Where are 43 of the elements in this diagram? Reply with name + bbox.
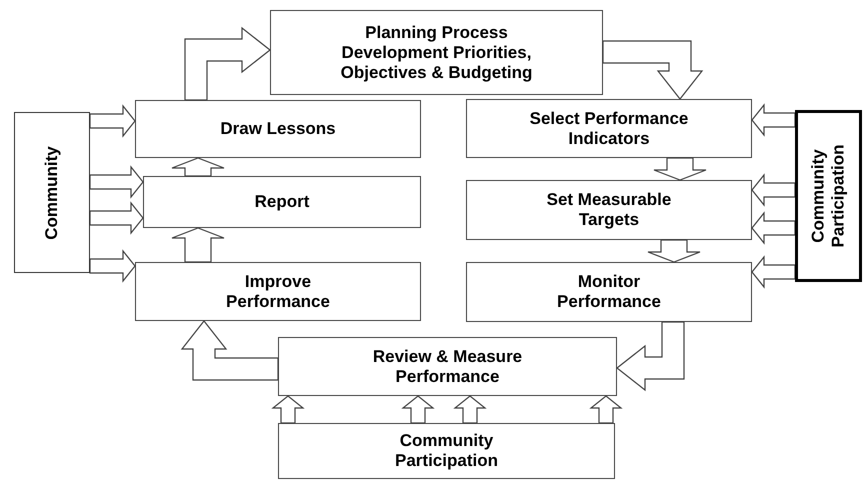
block-arrow (171, 157, 225, 177)
block-arrow (653, 157, 707, 181)
block-arrow (184, 26, 271, 101)
block-arrow (171, 227, 225, 263)
box-label: Community Participation (394, 431, 499, 471)
block-arrow (89, 249, 136, 283)
box-label: Monitor Performance (556, 272, 662, 312)
process-box (466, 180, 752, 240)
box-label: Report (254, 192, 310, 212)
block-arrow (751, 211, 796, 245)
block-arrow (589, 395, 623, 424)
box-label: Improve Performance (225, 272, 331, 312)
process-box (278, 337, 617, 396)
process-box (143, 176, 421, 228)
box-label: Development Priorities, Objectives & Budgeting (340, 42, 534, 82)
process-box (466, 262, 752, 322)
stakeholder-box (795, 110, 862, 282)
block-arrow (751, 255, 796, 289)
box-label: Community (42, 146, 62, 240)
block-arrow (647, 239, 701, 263)
block-arrow (271, 395, 305, 424)
process-box (466, 99, 752, 158)
block-arrow (401, 395, 435, 424)
box-label: Set Measurable Targets (546, 190, 672, 230)
block-arrow (751, 173, 796, 207)
block-arrow (180, 320, 279, 381)
block-arrow (453, 395, 487, 424)
stakeholder-box (278, 423, 615, 479)
box-label: Select Performance Indicators (528, 108, 690, 148)
block-arrow (89, 165, 144, 199)
process-box (135, 262, 421, 321)
process-box (270, 10, 603, 95)
process-box (135, 100, 421, 158)
box-label: Community Participation (808, 144, 848, 248)
box-label: Planning Process (365, 22, 508, 42)
block-arrow (602, 40, 704, 100)
stakeholder-box (14, 112, 90, 273)
block-arrow (89, 201, 144, 235)
block-arrow (616, 321, 685, 392)
block-arrow (89, 104, 136, 138)
box-label: Review & Measure Performance (372, 346, 524, 386)
box-label: Draw Lessons (220, 119, 336, 139)
block-arrow (751, 103, 796, 137)
